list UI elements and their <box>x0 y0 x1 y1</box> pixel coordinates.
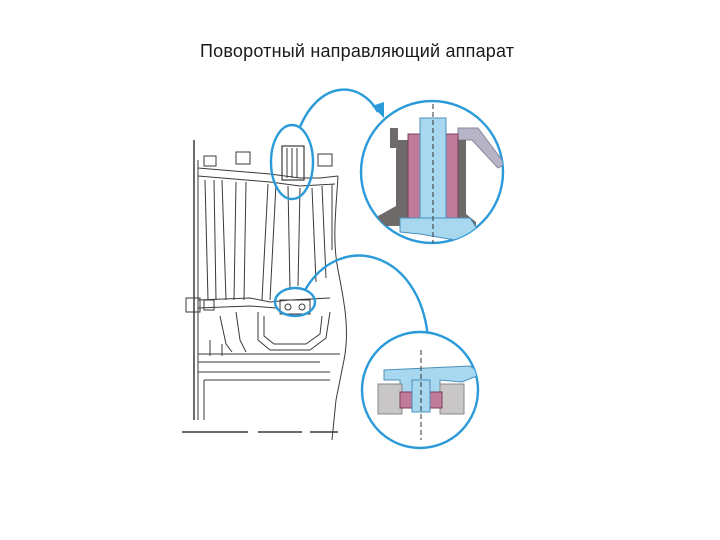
upper-arrowhead-icon <box>372 102 384 118</box>
lower-pivot-callout-ellipse <box>273 286 317 318</box>
callouts <box>269 88 430 339</box>
compressor-section-drawing <box>182 140 347 441</box>
slide-title: Поворотный направляющий аппарат <box>200 41 515 61</box>
lower-callout-arrow <box>303 254 430 339</box>
lower-detail-view <box>360 330 480 450</box>
upper-detail-view <box>359 99 505 245</box>
upper-pivot-callout-ellipse <box>269 123 315 201</box>
upper-callout-arrow <box>298 88 380 128</box>
